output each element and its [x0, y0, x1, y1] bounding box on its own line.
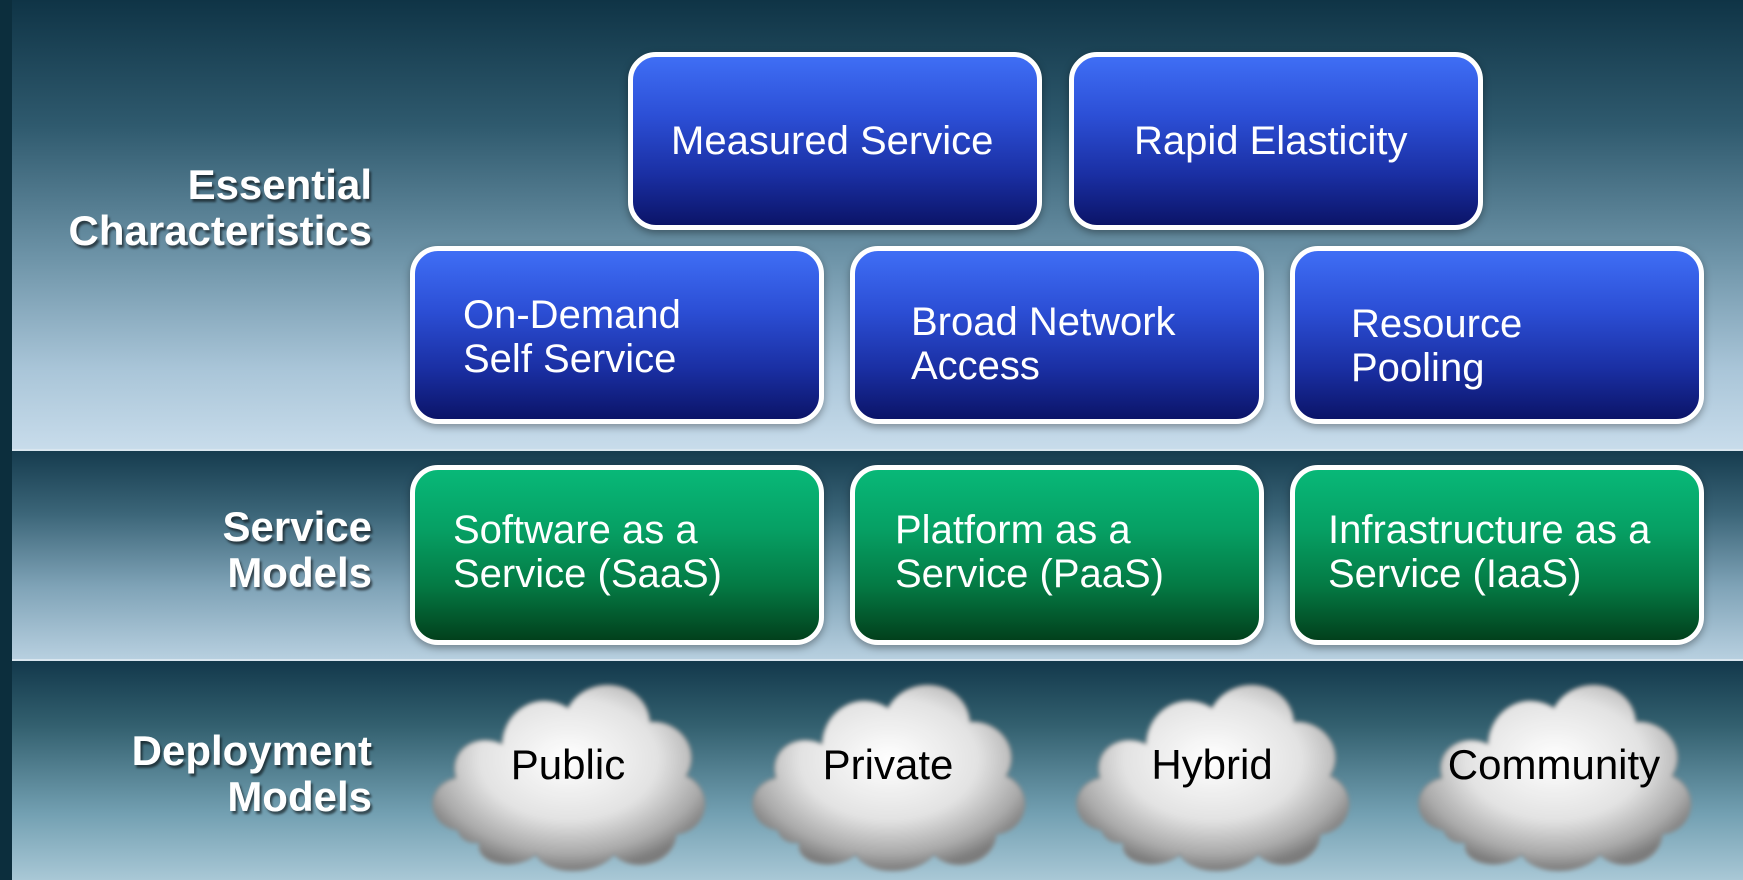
cloud-label: Private — [822, 741, 954, 788]
service-model-paas: Platform as a Service (PaaS) — [850, 465, 1264, 645]
label-line: Service — [222, 503, 372, 550]
cloud-community: Community — [1404, 650, 1704, 880]
cloud-private: Private — [738, 650, 1038, 880]
box-label: Service (PaaS) — [895, 552, 1164, 596]
box-label: Service (SaaS) — [453, 552, 722, 596]
deployment-models-label: Deployment Models — [12, 728, 372, 820]
label-line: Models — [227, 773, 372, 820]
band-divider — [12, 659, 1743, 661]
box-label: Measured Service — [671, 119, 994, 163]
cloud-label: Public — [510, 741, 626, 788]
cloud-label: Hybrid — [1151, 741, 1273, 788]
essential-characteristics-label: Essential Characteristics — [12, 161, 373, 254]
label-line: Models — [227, 549, 372, 596]
box-label: Resource — [1351, 302, 1523, 346]
box-label: On-Demand — [463, 293, 681, 337]
cloud-icon — [752, 684, 1026, 872]
cloud-public: Public — [418, 650, 718, 880]
box-label: Service (IaaS) — [1328, 552, 1582, 596]
characteristic-rapid-elasticity: Rapid Elasticity — [1069, 52, 1483, 230]
box-label: Pooling — [1351, 346, 1485, 390]
service-model-iaas: Infrastructure as a Service (IaaS) — [1290, 465, 1704, 645]
box-label: Software as a — [453, 508, 698, 552]
box-label: Access — [911, 344, 1040, 388]
band-divider — [12, 449, 1743, 451]
label-line: Characteristics — [68, 207, 373, 254]
cloud-hybrid: Hybrid — [1062, 650, 1362, 880]
cloud-icon — [1418, 684, 1692, 872]
service-models-label: Service Models — [12, 504, 372, 596]
box-label: Self Service — [463, 337, 677, 381]
label-line: Essential — [187, 161, 372, 208]
cloud-icon — [432, 684, 706, 872]
characteristic-resource-pooling: Resource Pooling — [1290, 246, 1704, 424]
box-label: Platform as a — [895, 508, 1131, 552]
label-line: Deployment — [131, 727, 372, 774]
box-label: Infrastructure as a — [1328, 508, 1651, 552]
characteristic-measured-service: Measured Service — [628, 52, 1042, 230]
characteristic-on-demand-self-service: On-Demand Self Service — [410, 246, 824, 424]
box-label: Broad Network — [911, 300, 1176, 344]
service-model-saas: Software as a Service (SaaS) — [410, 465, 824, 645]
characteristic-broad-network-access: Broad Network Access — [850, 246, 1264, 424]
cloud-label: Community — [1447, 741, 1661, 788]
box-label: Rapid Elasticity — [1134, 119, 1408, 163]
cloud-icon — [1076, 684, 1350, 872]
